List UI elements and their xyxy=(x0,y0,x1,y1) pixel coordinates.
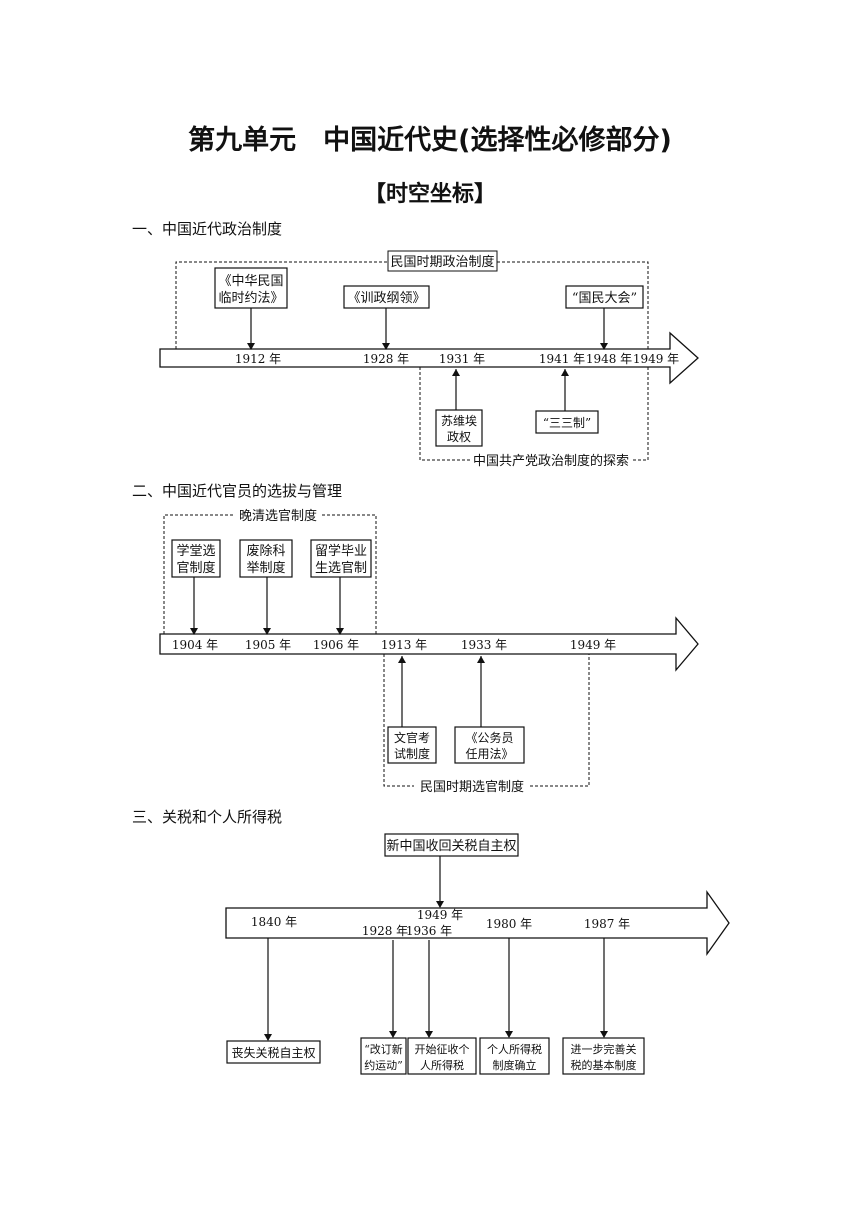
page-subtitle: 【时空坐标】 xyxy=(363,182,496,207)
year-label: 1840 年 xyxy=(251,915,297,929)
year-label: 1904 年 xyxy=(172,638,218,652)
box-school-selection-l2: 官制度 xyxy=(176,560,215,576)
timeline-political-system: 民国时期政治制度 《中华民国 临时约法》 《训政纲领》 “国民大会” 1912 … xyxy=(159,250,699,469)
year-label: 1941 年 xyxy=(539,352,585,366)
year-label: 1936 年 xyxy=(406,924,452,938)
timeline-tariff-tax: 新中国收回关税自主权 1840 年 1928 年 1936 年 1949 年 1… xyxy=(225,833,730,1075)
section-1-heading: 一、中国近代政治制度 xyxy=(132,220,283,238)
year-label: 1928 年 xyxy=(362,924,408,938)
year-label: 1949 年 xyxy=(633,352,679,366)
timeline-arrow xyxy=(225,889,730,957)
box-soviet-regime-l2: 政权 xyxy=(447,430,471,444)
box-national-assembly: “国民大会” xyxy=(572,291,637,306)
box-returnee-selection-l1: 留学毕业 xyxy=(315,543,367,559)
timeline-arrow xyxy=(159,331,699,385)
box-abolish-exam-l1: 废除科 xyxy=(246,543,285,559)
box-tariff-autonomy-recovered: 新中国收回关税自主权 xyxy=(386,838,516,854)
box-civil-servant-act-l1: 《公务员 xyxy=(465,730,513,745)
group-label-top: 民国时期政治制度 xyxy=(390,254,494,270)
box-lost-tariff-autonomy: 丧失关税自主权 xyxy=(231,1045,315,1060)
box-treaty-revision-l2: 约运动” xyxy=(364,1059,403,1072)
year-label: 1949 年 xyxy=(570,638,616,652)
group-bracket-top xyxy=(163,514,377,634)
year-label: 1980 年 xyxy=(486,917,532,931)
year-label: 1948 年 xyxy=(586,352,632,366)
year-label: 1906 年 xyxy=(313,638,359,652)
section-2-heading: 二、中国近代官员的选拔与管理 xyxy=(132,482,343,500)
box-three-thirds: “三三制” xyxy=(543,416,591,430)
box-returnee-selection-l2: 生选官制 xyxy=(315,560,367,576)
box-civil-exam-l1: 文官考 xyxy=(394,730,430,745)
box-soviet-regime-l1: 苏维埃 xyxy=(441,414,477,428)
box-income-tax-start-l1: 开始征收个 xyxy=(415,1042,470,1056)
box-abolish-exam-l2: 举制度 xyxy=(246,560,285,576)
box-tutelage-outline: 《训政纲领》 xyxy=(347,291,425,306)
timeline-arrow xyxy=(159,616,699,672)
box-provisional-constitution-l2: 临时约法》 xyxy=(218,291,283,306)
year-label: 1928 年 xyxy=(363,352,409,366)
group-label-bottom: 中国共产党政治制度的探索 xyxy=(473,453,629,469)
section-3-heading: 三、关税和个人所得税 xyxy=(132,808,283,826)
box-income-tax-system-l1: 个人所得税 xyxy=(487,1042,542,1056)
box-school-selection-l1: 学堂选 xyxy=(176,543,215,559)
box-tariff-improvement-l1: 进一步完善关 xyxy=(571,1042,637,1056)
box-income-tax-system-l2: 制度确立 xyxy=(493,1058,537,1072)
group-bracket-bottom xyxy=(419,367,649,461)
page-title: 第九单元 中国近代史(选择性必修部分) xyxy=(188,125,672,156)
year-label: 1913 年 xyxy=(381,638,427,652)
timeline-official-selection: 晚清选官制度 学堂选 官制度 废除科 举制度 留学毕业 生选官制 1904 年 … xyxy=(159,508,699,795)
group-bracket-bottom xyxy=(383,654,590,787)
group-label-bottom: 民国时期选官制度 xyxy=(420,779,524,795)
group-bracket-top xyxy=(175,261,649,349)
box-tariff-improvement-l2: 税的基本制度 xyxy=(571,1058,637,1072)
year-label: 1931 年 xyxy=(439,352,485,366)
year-label: 1933 年 xyxy=(461,638,507,652)
year-label: 1905 年 xyxy=(245,638,291,652)
year-label: 1912 年 xyxy=(235,352,281,366)
box-civil-exam-l2: 试制度 xyxy=(394,746,430,761)
box-provisional-constitution-l1: 《中华民国 xyxy=(218,274,283,289)
box-income-tax-start-l2: 人所得税 xyxy=(420,1058,464,1072)
box-civil-servant-act-l2: 任用法》 xyxy=(465,747,513,761)
year-label: 1949 年 xyxy=(417,908,463,922)
box-treaty-revision-l1: “改订新 xyxy=(364,1042,403,1056)
group-label-top: 晚清选官制度 xyxy=(239,508,317,524)
year-label: 1987 年 xyxy=(584,917,630,931)
